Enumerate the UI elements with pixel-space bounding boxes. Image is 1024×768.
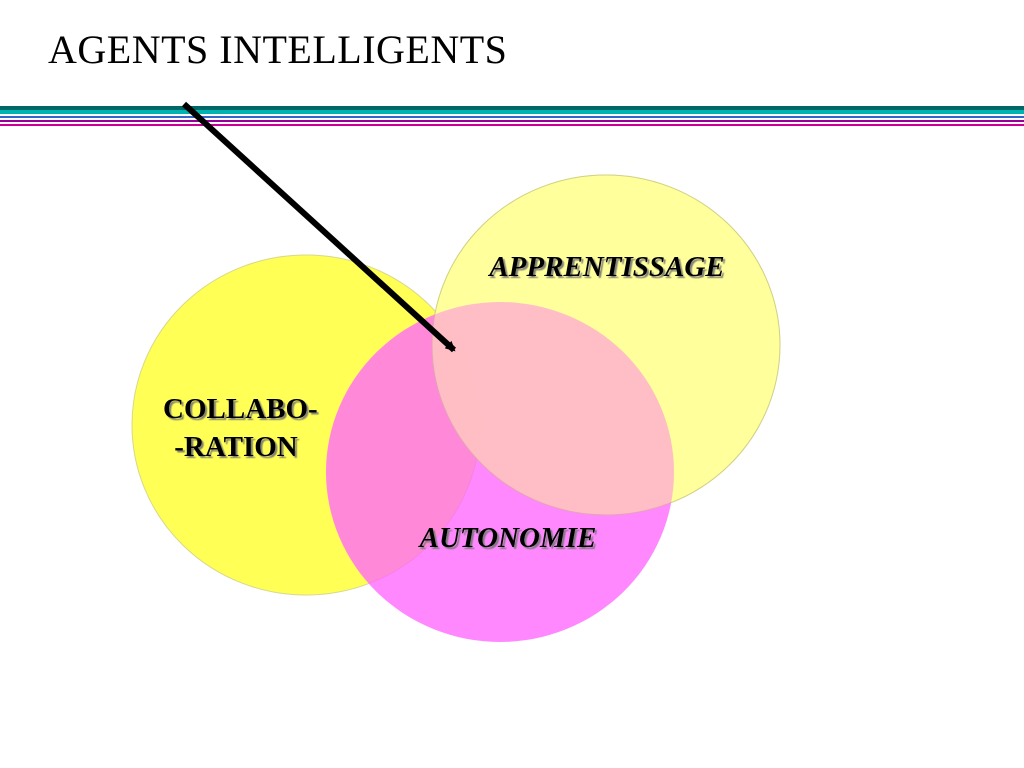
header-rule-line-2 bbox=[0, 110, 1024, 114]
label-apprentissage: APPRENTISSAGE bbox=[487, 251, 724, 283]
header-rule-line-1 bbox=[0, 106, 1024, 110]
label-collaboration-line-1: COLLABO- bbox=[163, 393, 318, 425]
label-autonomie: AUTONOMIE bbox=[418, 522, 597, 554]
slide-title: AGENTS INTELLIGENTS bbox=[48, 27, 508, 72]
label-collaboration-line-2: -RATION bbox=[174, 431, 298, 463]
header-rule bbox=[0, 106, 1024, 126]
header-rule-line-4 bbox=[0, 120, 1024, 122]
circle-autonomie bbox=[326, 302, 674, 642]
circle-apprentissage-overlay bbox=[431, 174, 781, 516]
pointer-arrow bbox=[181, 101, 457, 353]
header-rule-line-3 bbox=[0, 116, 1024, 118]
header-rule-line-5 bbox=[0, 124, 1024, 126]
label-collaboration: COLLABO- -RATION bbox=[163, 393, 325, 463]
